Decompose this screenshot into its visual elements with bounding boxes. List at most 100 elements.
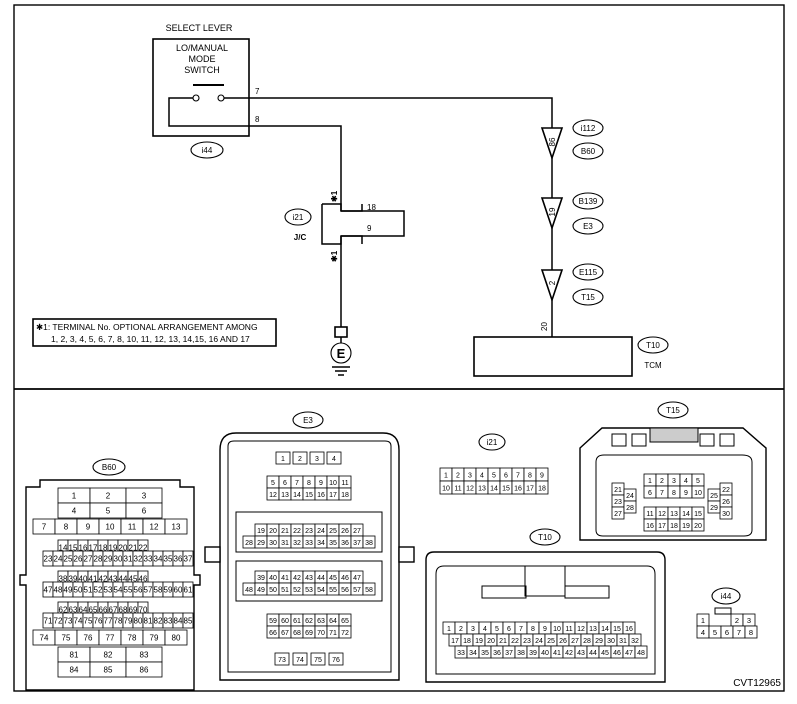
- b60-pin-number: 69: [129, 606, 138, 615]
- b60-pin-number: 20: [119, 544, 128, 553]
- tcm-box: [473, 336, 633, 377]
- b60-pin-number: 70: [139, 606, 148, 615]
- t15-pin-number: 8: [672, 490, 676, 497]
- connector-tag-t10-text: T10: [646, 341, 660, 350]
- e3-pin-number: 70: [317, 630, 325, 637]
- connector-symbol-e115: [540, 269, 564, 303]
- e3-pin-number: 68: [293, 630, 301, 637]
- t10-pin-number: 23: [523, 638, 531, 645]
- b60-pin-number: 2: [106, 492, 111, 501]
- b60-pin-number: 6: [142, 507, 147, 516]
- switch-contact-left: [192, 94, 200, 102]
- t10-pin-number: 37: [505, 650, 513, 657]
- t15-pin-number: 24: [626, 493, 634, 500]
- e3-block-1: [235, 511, 383, 553]
- t10-pin-number: 24: [535, 638, 543, 645]
- e3-pin-cell: [362, 582, 376, 596]
- i21-pin-number: 1: [444, 473, 448, 480]
- t10-pin-number: 38: [517, 650, 525, 657]
- b60-pin-number: 5: [106, 507, 111, 516]
- e3-housing: [219, 432, 400, 681]
- b60-pin-number: 79: [124, 617, 133, 626]
- e3-pin-number: 13: [281, 492, 289, 499]
- switch-contact-right: [217, 94, 225, 102]
- i21-pin-cell: [535, 480, 549, 495]
- t10-pin-number: 34: [469, 650, 477, 657]
- e3-pin-number: 52: [293, 587, 301, 594]
- tcm-label: TCM: [644, 361, 662, 370]
- b60-pin-number: 40: [79, 575, 88, 584]
- tcm-pin-20: 20: [540, 322, 549, 331]
- i21-pin-number: 10: [442, 486, 450, 493]
- t10-pin-number: 17: [451, 638, 459, 645]
- t10-pin-number: 27: [571, 638, 579, 645]
- t15-pin-number: 19: [682, 523, 690, 530]
- connector-symbol-i112: [540, 127, 564, 161]
- t10-rib-left: [481, 585, 527, 599]
- i21-pin-number: 15: [502, 486, 510, 493]
- i21-pin-number: 2: [456, 473, 460, 480]
- connector-tag-i112: [572, 119, 604, 137]
- b60-pin-number: 35: [164, 555, 173, 564]
- e3-pin-number: 71: [329, 630, 337, 637]
- t10-pin-number: 8: [531, 626, 535, 633]
- e3-pin-number: 21: [281, 528, 289, 535]
- e3-tab-left: [204, 546, 221, 563]
- connector-tag-t15-text: T15: [581, 293, 595, 302]
- e3-pin-number: 30: [269, 540, 277, 547]
- e3-pin-number: 33: [305, 540, 313, 547]
- t10-pin-number: 5: [495, 626, 499, 633]
- t10-pin-number: 11: [565, 626, 572, 633]
- e3-pin-number: 76: [332, 657, 340, 664]
- b60-pin-number: 7: [42, 523, 47, 532]
- e3-pin-number: 12: [269, 492, 277, 499]
- t15-inner: [595, 454, 753, 537]
- b60-pin-number: 80: [134, 617, 143, 626]
- b60-pin-number: 81: [70, 651, 79, 660]
- t10-pin-number: 14: [601, 626, 609, 633]
- i21-pin-number: 7: [516, 473, 520, 480]
- e3-pin-cell: [338, 487, 352, 501]
- b60-pin-number: 36: [174, 555, 183, 564]
- t10-pin-number: 18: [463, 638, 471, 645]
- connector-tag-i21-text: i21: [293, 213, 304, 222]
- t15-pin-number: 12: [658, 511, 666, 518]
- b60-pin-number: 86: [140, 666, 149, 675]
- t10-pin-number: 29: [595, 638, 603, 645]
- b60-pin-number: 62: [59, 606, 68, 615]
- e3-pin-number: 61: [293, 618, 301, 625]
- t15-pin-number: 27: [614, 511, 622, 518]
- note-box: [32, 318, 277, 347]
- i44-pin-number: 4: [701, 628, 705, 637]
- i21-pin-number: 17: [526, 486, 534, 493]
- e3-pin-cell: [310, 652, 326, 666]
- b60-pin-number: 65: [89, 606, 98, 615]
- t15-key-2: [631, 433, 647, 447]
- e3-pin-number: 4: [332, 456, 336, 463]
- b60-pin-number: 75: [62, 634, 71, 643]
- t15-pin-number: 1: [648, 478, 652, 485]
- face-tag-e3: [292, 411, 324, 429]
- b60-pin-number: 16: [79, 544, 88, 553]
- e3-pin-number: 37: [353, 540, 361, 547]
- t10-rib-right: [564, 585, 610, 599]
- e3-pin-number: 2: [298, 456, 302, 463]
- b60-pin-number: 56: [134, 586, 143, 595]
- face-tag-i44: [711, 587, 741, 605]
- e3-pin-number: 7: [295, 480, 299, 487]
- b60-pin-number: 80: [172, 634, 181, 643]
- i21-pin-number: 12: [466, 486, 474, 493]
- b60-pin-number: 31: [124, 555, 133, 564]
- e3-pin-number: 45: [329, 575, 337, 582]
- b60-pin-number: 61: [184, 586, 193, 595]
- b60-pin-number: 81: [144, 617, 153, 626]
- connector-tag-e3-text: E3: [583, 222, 593, 231]
- b60-pin-number: 17: [89, 544, 98, 553]
- e3-pin-number: 27: [353, 528, 361, 535]
- e3-pin-number: 29: [257, 540, 265, 547]
- e3-pin-number: 24: [317, 528, 325, 535]
- t10-pin-number: 1: [447, 626, 451, 633]
- jc-pin-18: 18: [367, 203, 376, 212]
- b60-pin-number: 43: [109, 575, 118, 584]
- e3-pin-number: 53: [305, 587, 313, 594]
